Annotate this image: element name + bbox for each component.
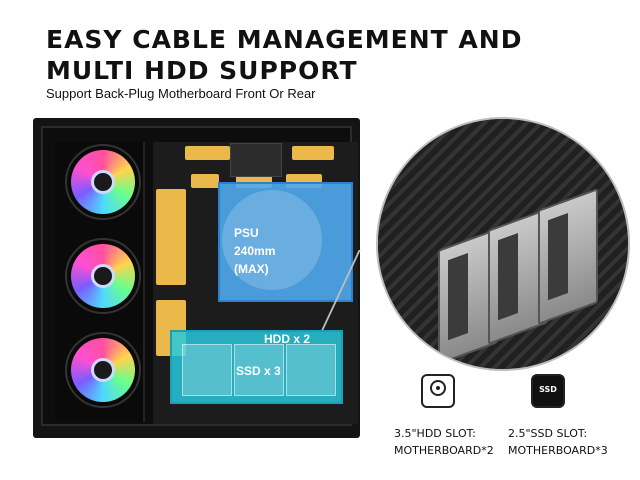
cable-grommet	[156, 189, 186, 285]
cable-grommet	[191, 174, 219, 188]
hdd-ssd-cage: HDD x 2 SSD x 3	[170, 330, 343, 404]
ssd-icon: SSD	[531, 374, 565, 408]
drive-tray	[182, 344, 232, 396]
fan-ring	[65, 332, 141, 408]
drive-tray	[286, 344, 336, 396]
ssd-slot-caption: 2.5"SSD SLOT: MOTHERBOARD*3	[508, 425, 608, 459]
cable-grommet	[185, 146, 230, 160]
rgb-fan-icon	[71, 150, 135, 214]
psu-zone: PSU 240mm (MAX)	[218, 182, 353, 302]
hdd-icon	[421, 374, 455, 408]
psu-label-line-3: (MAX)	[234, 262, 269, 276]
page-title: EASY CABLE MANAGEMENT AND MULTI HDD SUPP…	[46, 24, 522, 86]
fan-bay	[55, 142, 145, 422]
rgb-fan-icon	[71, 244, 135, 308]
psu-fan-opening	[222, 190, 322, 290]
hdd-slot-caption: 3.5"HDD SLOT: MOTHERBOARD*2	[394, 425, 494, 459]
drive-tray	[234, 344, 284, 396]
title-line-2: MULTI HDD SUPPORT	[46, 56, 358, 85]
cable-grommet	[292, 146, 334, 160]
hdd-spindle-icon	[436, 386, 440, 390]
psu-label-line-2: 240mm	[234, 244, 276, 258]
subtitle: Support Back-Plug Motherboard Front Or R…	[46, 86, 316, 101]
ssd-icon-text: SSD	[539, 385, 557, 394]
psu-label-line-1: PSU	[234, 226, 259, 240]
hard-drive-icon	[538, 188, 598, 325]
ssd-count-label: SSD x 3	[236, 364, 281, 378]
hdd-slot-line-1: 3.5"HDD SLOT:	[394, 427, 476, 440]
hdd-cage-zoom-detail	[376, 117, 630, 371]
psu-label: PSU 240mm (MAX)	[234, 224, 275, 278]
hdd-slot-line-2: MOTHERBOARD*2	[394, 444, 494, 457]
rgb-fan-icon	[71, 338, 135, 402]
title-line-1: EASY CABLE MANAGEMENT AND	[46, 25, 523, 54]
hdd-platter-icon	[430, 380, 446, 396]
hdd-count-label: HDD x 2	[264, 332, 311, 346]
ssd-slot-line-2: MOTHERBOARD*3	[508, 444, 608, 457]
motherboard-connector-board	[230, 143, 282, 177]
fan-ring	[65, 144, 141, 220]
fan-ring	[65, 238, 141, 314]
ssd-slot-line-1: 2.5"SSD SLOT:	[508, 427, 588, 440]
